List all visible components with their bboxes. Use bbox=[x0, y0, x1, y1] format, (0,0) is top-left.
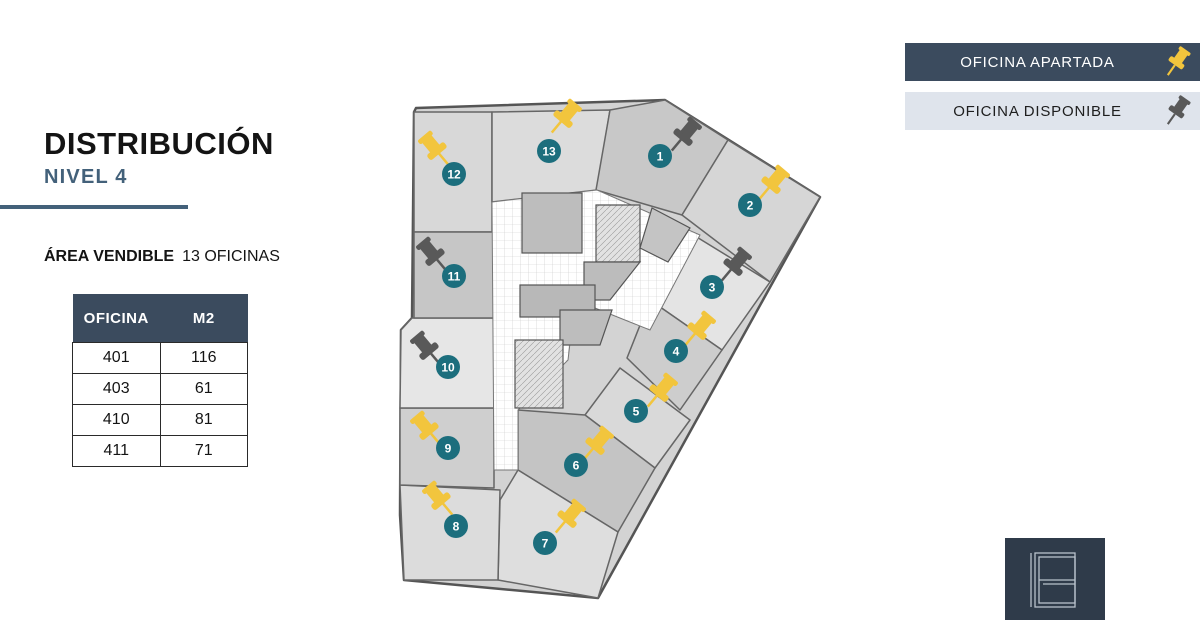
table-cell-m2: 71 bbox=[159, 435, 248, 467]
office-number: 9 bbox=[445, 442, 452, 456]
table-header-row: OFICINA M2 bbox=[72, 294, 248, 343]
office-marker-9[interactable]: 9 bbox=[436, 436, 460, 460]
office-marker-5[interactable]: 5 bbox=[624, 399, 648, 423]
legend-available-label: OFICINA DISPONIBLE bbox=[953, 102, 1122, 120]
pushpin-gray-icon bbox=[670, 116, 702, 152]
lift-shaft bbox=[639, 207, 691, 263]
office-number: 6 bbox=[573, 459, 580, 473]
office-number: 1 bbox=[657, 150, 664, 164]
office-number: 10 bbox=[441, 361, 455, 375]
pushpin-yellow-icon bbox=[422, 480, 454, 516]
pushpin-yellow-icon bbox=[684, 310, 716, 346]
office-number: 13 bbox=[542, 145, 556, 159]
pushpin-gray-icon bbox=[1166, 95, 1191, 125]
title-divider bbox=[0, 205, 188, 209]
office-table: OFICINA M2 401 116 403 61 410 81 411 71 bbox=[72, 294, 248, 467]
legend-taken-label: OFICINA APARTADA bbox=[960, 53, 1115, 71]
office-number: 12 bbox=[447, 168, 461, 182]
table-row: 410 81 bbox=[72, 404, 248, 436]
legend-taken: OFICINA APARTADA bbox=[905, 43, 1200, 81]
office-number: 2 bbox=[747, 199, 754, 213]
pushpin-yellow-icon bbox=[1166, 46, 1191, 76]
office-marker-12[interactable]: 12 bbox=[442, 162, 466, 186]
office-number: 7 bbox=[542, 537, 549, 551]
pushpin-yellow-icon bbox=[550, 98, 582, 134]
table-cell-m2: 81 bbox=[159, 404, 248, 436]
pushpin-yellow-icon bbox=[582, 425, 614, 461]
table-cell-m2: 61 bbox=[159, 373, 248, 405]
logo-icon bbox=[1005, 538, 1105, 620]
office-marker-4[interactable]: 4 bbox=[664, 339, 688, 363]
office-marker-3[interactable]: 3 bbox=[700, 275, 724, 299]
pushpin-yellow-icon bbox=[758, 164, 790, 200]
office-marker-2[interactable]: 2 bbox=[738, 193, 762, 217]
level-subtitle: NIVEL 4 bbox=[44, 166, 128, 188]
column-header-m2: M2 bbox=[160, 294, 248, 343]
sellable-area-value: 13 OFICINAS bbox=[182, 248, 280, 265]
sellable-area: ÁREA VENDIBLE 13 OFICINAS bbox=[44, 248, 280, 266]
column-header-office: OFICINA bbox=[72, 294, 160, 343]
pushpin-gray-icon bbox=[720, 246, 752, 282]
table-cell-office: 411 bbox=[72, 435, 161, 467]
table-row: 411 71 bbox=[72, 435, 248, 467]
legend-available: OFICINA DISPONIBLE bbox=[905, 92, 1200, 130]
stair-block bbox=[514, 339, 564, 409]
unit-7 bbox=[497, 469, 619, 599]
toilets bbox=[521, 192, 583, 254]
table-cell-office: 410 bbox=[72, 404, 161, 436]
office-number: 5 bbox=[633, 405, 640, 419]
office-marker-8[interactable]: 8 bbox=[444, 514, 468, 538]
page-title: DISTRIBUCIÓN bbox=[44, 126, 274, 161]
stair-upper bbox=[595, 204, 641, 263]
pushpin-yellow-icon bbox=[418, 130, 450, 166]
office-number: 3 bbox=[709, 281, 716, 295]
office-marker-1[interactable]: 1 bbox=[648, 144, 672, 168]
stair-lower bbox=[559, 309, 613, 346]
pushpin-yellow-icon bbox=[646, 372, 678, 408]
office-marker-13[interactable]: 13 bbox=[537, 139, 561, 163]
sellable-area-label: ÁREA VENDIBLE bbox=[44, 248, 175, 265]
office-marker-10[interactable]: 10 bbox=[436, 355, 460, 379]
office-marker-7[interactable]: 7 bbox=[533, 531, 557, 555]
office-marker-6[interactable]: 6 bbox=[564, 453, 588, 477]
office-number: 4 bbox=[673, 345, 680, 359]
pushpin-yellow-icon bbox=[554, 498, 586, 534]
office-number: 11 bbox=[448, 270, 461, 284]
service-shaft bbox=[519, 284, 596, 318]
office-marker-11[interactable]: 11 bbox=[442, 264, 466, 288]
office-number: 8 bbox=[453, 520, 460, 534]
